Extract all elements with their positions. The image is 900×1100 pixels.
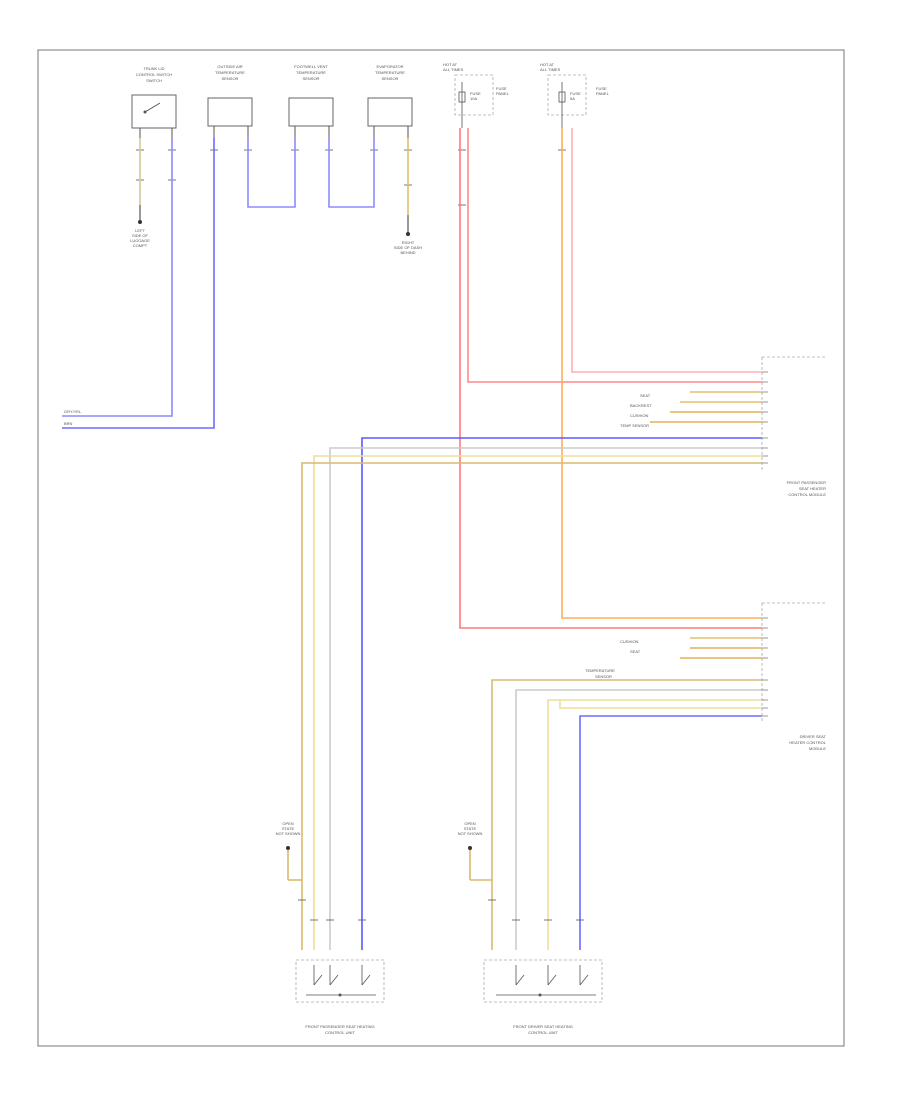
wire-pink-upper	[571, 128, 762, 373]
upper-module-pins	[650, 391, 762, 423]
module-lower: DRIVER SEAT HEATER CONTROL MODULE CUSHIO…	[585, 602, 827, 751]
svg-text:NOT SHOWN: NOT SHOWN	[276, 831, 301, 836]
svg-text:TEMPERATURE: TEMPERATURE	[215, 70, 245, 75]
svg-text:OPEN: OPEN	[282, 821, 293, 826]
svg-text:ALL TIMES: ALL TIMES	[540, 67, 561, 72]
fuse-block-1: HOT AT ALL TIMES FUSE 10A FUSE PANEL	[443, 62, 510, 128]
svg-text:CUSHION: CUSHION	[620, 639, 639, 644]
sensor-2: FOOTWELL VENT TEMPERATURE SENSOR	[288, 64, 334, 138]
connector-marks-bottom	[298, 899, 584, 921]
switch-unit-left: FRONT PASSENGER SEAT HEATING CONTROL UNI…	[295, 959, 385, 1035]
svg-text:CONTROL UNIT: CONTROL UNIT	[528, 1030, 558, 1035]
svg-text:FRONT PASSENGER: FRONT PASSENGER	[787, 480, 827, 485]
wire-tan-upper	[301, 462, 762, 880]
svg-text:TEMPERATURE: TEMPERATURE	[585, 668, 615, 673]
svg-text:SWITCH: SWITCH	[146, 78, 162, 83]
svg-text:COMPT: COMPT	[133, 243, 148, 248]
sensor-1: OUTSIDE AIR TEMPERATURE SENSOR	[207, 64, 253, 138]
wire-red-lower	[459, 128, 762, 629]
module-upper: FRONT PASSENGER SEAT HEATER CONTROL MODU…	[620, 356, 827, 497]
svg-text:SEAT: SEAT	[640, 393, 651, 398]
svg-text:MODULE: MODULE	[809, 746, 826, 751]
svg-text:SIDE OF DASH: SIDE OF DASH	[394, 245, 422, 250]
svg-text:CUSHION: CUSHION	[630, 413, 649, 418]
svg-text:SEAT HEATER: SEAT HEATER	[799, 486, 826, 491]
svg-text:OUTSIDE AIR: OUTSIDE AIR	[217, 64, 242, 69]
wire-yellow-upper	[313, 455, 762, 950]
wire-label-left-1: GRY/YEL	[64, 409, 82, 414]
diagram-frame	[37, 49, 845, 1047]
svg-text:STATE: STATE	[464, 826, 477, 831]
wire-blue-upper	[361, 437, 762, 950]
svg-text:CONTROL SWITCH: CONTROL SWITCH	[136, 72, 172, 77]
sensor-3: EVAPORATOR TEMPERATURE SENSOR	[367, 64, 413, 138]
ground-symbol-2: RIGHT SIDE OF DASH BEHIND	[394, 215, 422, 255]
wire-gray-lower	[515, 689, 762, 950]
svg-text:FUSE: FUSE	[596, 86, 607, 91]
svg-text:RIGHT: RIGHT	[402, 240, 415, 245]
svg-text:TEMP SENSOR: TEMP SENSOR	[620, 423, 649, 428]
svg-text:SENSOR: SENSOR	[222, 76, 239, 81]
wire-red-upper	[467, 128, 762, 383]
ground-symbol-4: OPEN STATE NOT SHOWN	[458, 821, 492, 881]
svg-text:HOT AT: HOT AT	[540, 62, 555, 67]
svg-text:FUSE: FUSE	[570, 91, 581, 96]
svg-text:LEFT: LEFT	[135, 228, 145, 233]
svg-text:SENSOR: SENSOR	[595, 674, 612, 679]
svg-text:TRUNK LID: TRUNK LID	[143, 66, 164, 71]
fuse-block-2: HOT AT ALL TIMES FUSE 5A FUSE PANEL	[540, 62, 610, 128]
svg-text:SENSOR: SENSOR	[303, 76, 320, 81]
svg-text:DRIVER SEAT: DRIVER SEAT	[800, 734, 827, 739]
svg-text:5A: 5A	[570, 96, 575, 101]
svg-text:HOT AT: HOT AT	[443, 62, 458, 67]
svg-text:PANEL: PANEL	[496, 91, 510, 96]
lower-module-pins	[680, 637, 762, 659]
svg-text:SEAT: SEAT	[630, 649, 641, 654]
svg-text:OPEN: OPEN	[464, 821, 475, 826]
wire-yellow2-lower	[559, 700, 762, 709]
svg-text:FUSE: FUSE	[496, 86, 507, 91]
wire-label-left-2: BRN	[64, 421, 73, 426]
svg-text:TEMPERATURE: TEMPERATURE	[296, 70, 326, 75]
wire-tan-lower	[491, 679, 762, 880]
svg-text:HEATER CONTROL: HEATER CONTROL	[789, 740, 826, 745]
svg-text:FRONT PASSENGER SEAT HEATING: FRONT PASSENGER SEAT HEATING	[305, 1024, 374, 1029]
svg-text:EVAPORATOR: EVAPORATOR	[376, 64, 403, 69]
wire-loop-1	[247, 138, 296, 208]
wire-gray-upper	[329, 447, 762, 950]
svg-text:CONTROL MODULE: CONTROL MODULE	[788, 492, 826, 497]
svg-text:LUGGAGE: LUGGAGE	[130, 238, 150, 243]
svg-text:SIDE OF: SIDE OF	[132, 233, 149, 238]
svg-text:FOOTWELL VENT: FOOTWELL VENT	[294, 64, 328, 69]
ground-symbol-1: LEFT SIDE OF LUGGAGE COMPT	[130, 205, 150, 248]
svg-text:BACKREST: BACKREST	[630, 403, 652, 408]
ground-symbol-3: OPEN STATE NOT SHOWN	[276, 821, 302, 881]
wire-sensor1-blue	[62, 138, 215, 429]
wire-blue-lower	[579, 715, 762, 950]
svg-text:TEMPERATURE: TEMPERATURE	[375, 70, 405, 75]
svg-text:10A: 10A	[470, 96, 477, 101]
svg-text:STATE: STATE	[282, 826, 295, 831]
bottom-unit-feeds	[301, 880, 493, 950]
wire-trunk-blue	[62, 138, 173, 417]
svg-text:FUSE: FUSE	[470, 91, 481, 96]
svg-text:CONTROL UNIT: CONTROL UNIT	[325, 1030, 355, 1035]
wire-orange-lower	[561, 128, 762, 619]
svg-text:PANEL: PANEL	[596, 91, 610, 96]
wire-loop-2	[328, 138, 375, 208]
svg-text:BEHIND: BEHIND	[400, 250, 415, 255]
svg-text:FRONT DRIVER SEAT HEATING: FRONT DRIVER SEAT HEATING	[513, 1024, 573, 1029]
wire-yellow-lower	[547, 699, 762, 950]
svg-text:SENSOR: SENSOR	[382, 76, 399, 81]
trunk-lid-switch: TRUNK LID CONTROL SWITCH SWITCH	[131, 66, 177, 138]
svg-text:NOT SHOWN: NOT SHOWN	[458, 831, 483, 836]
svg-text:ALL TIMES: ALL TIMES	[443, 67, 464, 72]
switch-unit-right: FRONT DRIVER SEAT HEATING CONTROL UNIT	[483, 959, 603, 1035]
connector-marks-top	[136, 149, 566, 206]
